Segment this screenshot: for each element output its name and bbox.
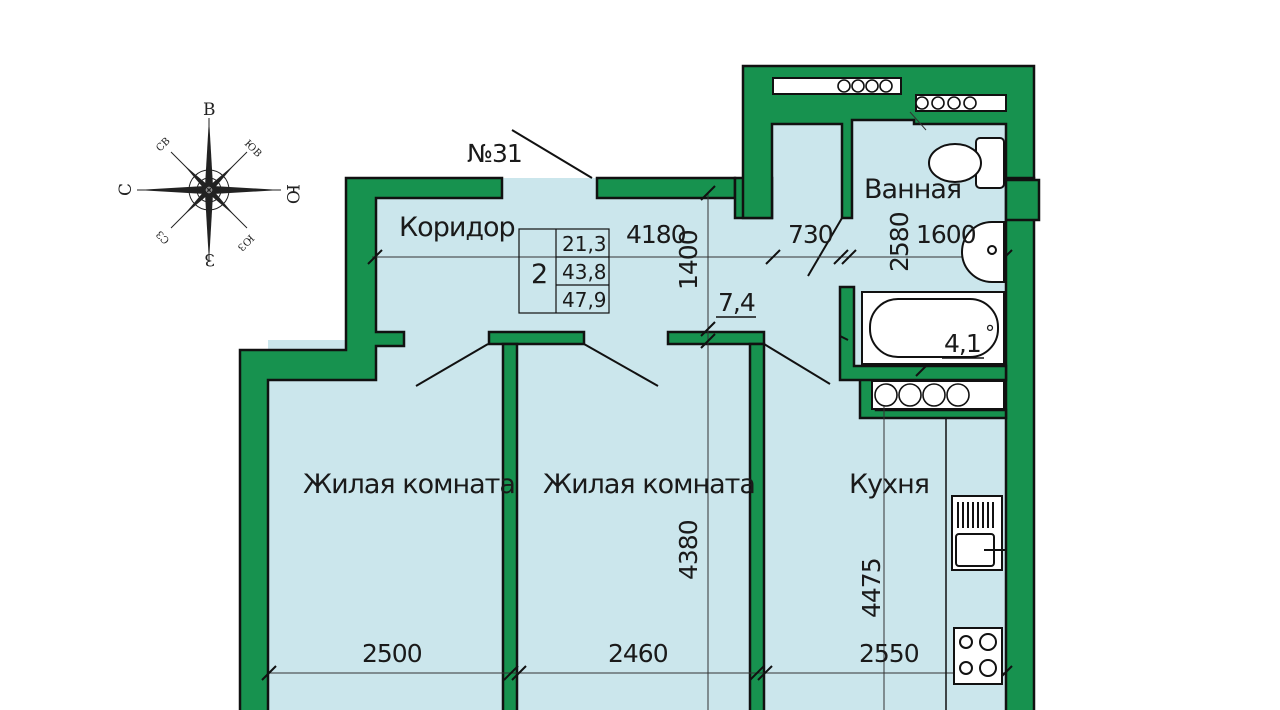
dimension-lines bbox=[268, 111, 1006, 710]
dim-corridor-length: 4180 bbox=[626, 220, 686, 249]
room-label-kitchen: Кухня bbox=[849, 469, 929, 500]
wall-corridor-top-left bbox=[238, 176, 504, 710]
dim-room1-width: 2500 bbox=[362, 639, 422, 668]
area-total: 43,8 bbox=[562, 260, 607, 284]
area-bathroom-suffix: ° bbox=[985, 321, 995, 345]
area-rooms-count: 2 bbox=[531, 259, 547, 290]
toilet bbox=[928, 137, 1005, 189]
dim-kitchen-width: 2550 bbox=[859, 639, 919, 668]
wall-partition-2-vert bbox=[748, 342, 766, 710]
area-total-with-balcony: 47,9 bbox=[562, 288, 607, 312]
wall-partition-1-vert bbox=[501, 342, 519, 710]
dim-passage: 730 bbox=[788, 220, 833, 249]
dim-bathroom-width: 1600 bbox=[916, 220, 976, 249]
wall-right-protrusion bbox=[1004, 178, 1041, 222]
kitchen-stove bbox=[953, 627, 1003, 685]
bathtub bbox=[861, 291, 1005, 365]
dim-room-height: 4380 bbox=[674, 520, 703, 580]
compass-east: Ю bbox=[282, 184, 302, 204]
wall-partition-1 bbox=[487, 330, 586, 346]
compass-north: В bbox=[203, 100, 216, 120]
walls bbox=[238, 64, 1041, 710]
kitchen-sink bbox=[951, 495, 1006, 571]
compass-southeast: ЮЗ bbox=[235, 232, 256, 253]
compass-southwest: СЗ bbox=[155, 228, 173, 246]
dim-kitchen-height: 4475 bbox=[857, 558, 886, 618]
area-table bbox=[518, 228, 610, 314]
compass-northeast: ЮВ bbox=[242, 138, 263, 159]
wall-partition-2 bbox=[666, 330, 766, 346]
washbasin bbox=[961, 221, 1005, 283]
compass-rose bbox=[137, 118, 281, 262]
apartment-number: №31 bbox=[467, 139, 522, 168]
area-bathroom: 4,1 bbox=[944, 329, 981, 358]
door-swings bbox=[415, 129, 849, 387]
wall-right bbox=[1004, 176, 1036, 710]
dim-corridor-width: 1400 bbox=[674, 230, 703, 290]
room-label-living-1: Жилая комната bbox=[303, 469, 515, 500]
compass-northwest: СВ bbox=[154, 136, 172, 154]
dim-bathroom-height: 2580 bbox=[885, 212, 914, 272]
compass-south: З bbox=[204, 249, 215, 269]
area-living: 21,3 bbox=[562, 232, 607, 256]
room-label-living-2: Жилая комната bbox=[543, 469, 755, 500]
room-label-bathroom: Ванная bbox=[864, 174, 961, 205]
room-label-corridor: Коридор bbox=[399, 212, 515, 243]
compass-west: С bbox=[116, 183, 136, 196]
area-corridor: 7,4 bbox=[718, 288, 755, 317]
vent-circles bbox=[837, 79, 977, 407]
dim-room2-width: 2460 bbox=[608, 639, 668, 668]
